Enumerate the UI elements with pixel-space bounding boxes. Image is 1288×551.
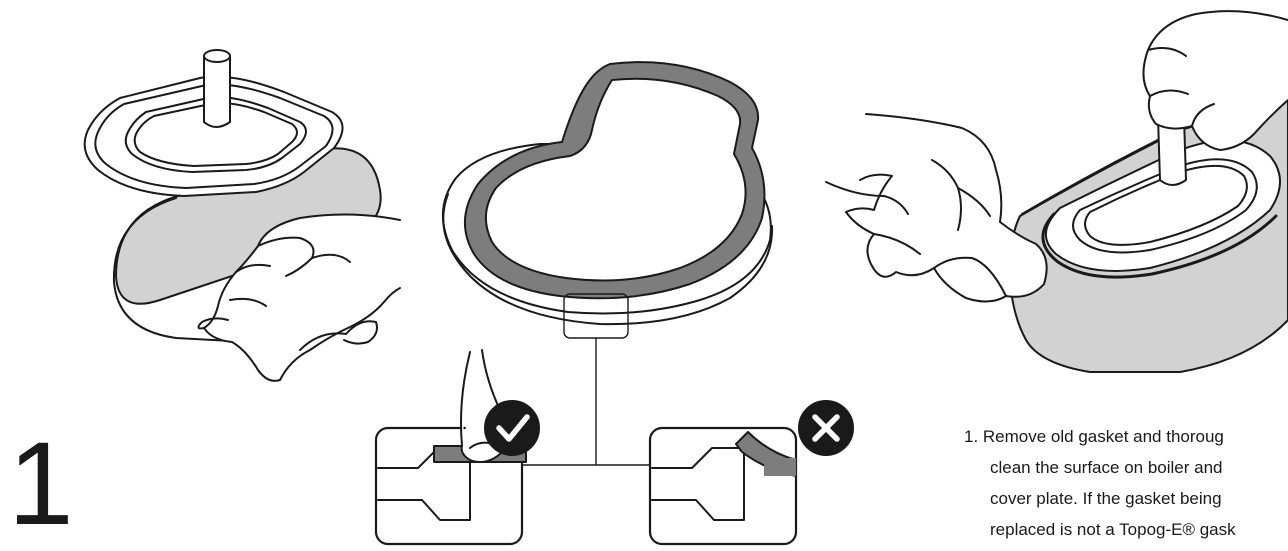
plate-stem xyxy=(203,49,231,128)
cover-plate xyxy=(83,75,344,197)
instruction-text: 1. Remove old gasket and thoroug clean t… xyxy=(964,421,1288,545)
check-icon xyxy=(484,400,540,456)
cross-icon xyxy=(798,400,854,456)
callout-connector xyxy=(519,337,655,466)
instruction-line: 1. Remove old gasket and thoroug xyxy=(964,427,1224,446)
instruction-line: clean the surface on boiler and xyxy=(990,458,1223,477)
hand-with-cloth xyxy=(825,113,1048,303)
step-number: 1 xyxy=(8,418,74,550)
wipe-cover-plate-panel xyxy=(825,10,1288,373)
instruction-line: cover plate. If the gasket being xyxy=(990,489,1222,508)
hand-with-cloth xyxy=(197,213,401,382)
gasket-ring xyxy=(463,61,766,300)
incorrect-seating-detail xyxy=(648,400,854,546)
correct-seating-detail xyxy=(374,349,540,546)
gasket-on-plate-panel xyxy=(441,61,774,466)
wipe-boiler-panel xyxy=(83,49,401,382)
hand-holding-stem xyxy=(1142,10,1288,151)
instruction-line: replaced is not a Topog-E® gask xyxy=(990,520,1236,539)
